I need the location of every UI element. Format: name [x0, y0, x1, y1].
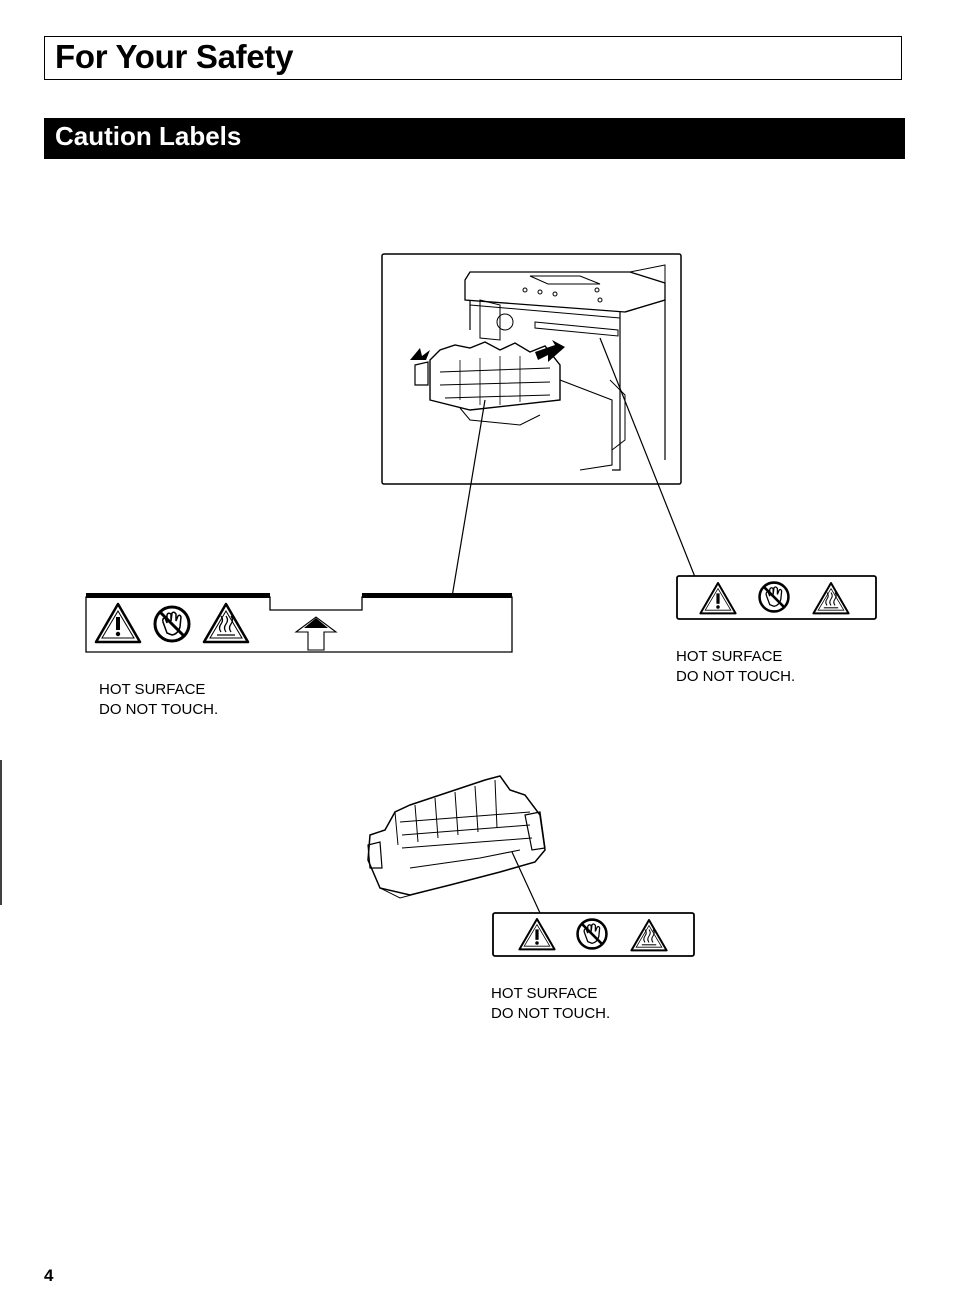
- caption-line-2: DO NOT TOUCH.: [676, 668, 796, 685]
- caption-right-label: HOT SURFACE DO NOT TOUCH.: [676, 647, 795, 687]
- caution-label-large: [85, 593, 513, 653]
- page-number: 4: [44, 1266, 54, 1285]
- caption-line-1: HOT SURFACE: [676, 648, 783, 665]
- caption-line-2: DO NOT TOUCH.: [99, 701, 219, 718]
- section-heading-bar: Caution Labels: [44, 118, 905, 159]
- fuser-unit-illustration: [367, 775, 546, 914]
- page-title: For Your Safety: [55, 38, 294, 75]
- page-title-box: For Your Safety: [44, 36, 902, 80]
- caption-line-2: DO NOT TOUCH.: [491, 1005, 611, 1022]
- caption-large-label: HOT SURFACE DO NOT TOUCH.: [99, 680, 218, 720]
- caption-bottom-label: HOT SURFACE DO NOT TOUCH.: [491, 984, 610, 1024]
- section-title: Caution Labels: [55, 121, 242, 151]
- printer-illustration: [381, 253, 696, 598]
- caption-line-1: HOT SURFACE: [491, 985, 598, 1002]
- caption-line-1: HOT SURFACE: [99, 681, 206, 698]
- caution-label-bottom: [492, 912, 695, 957]
- caution-label-right: [676, 575, 877, 620]
